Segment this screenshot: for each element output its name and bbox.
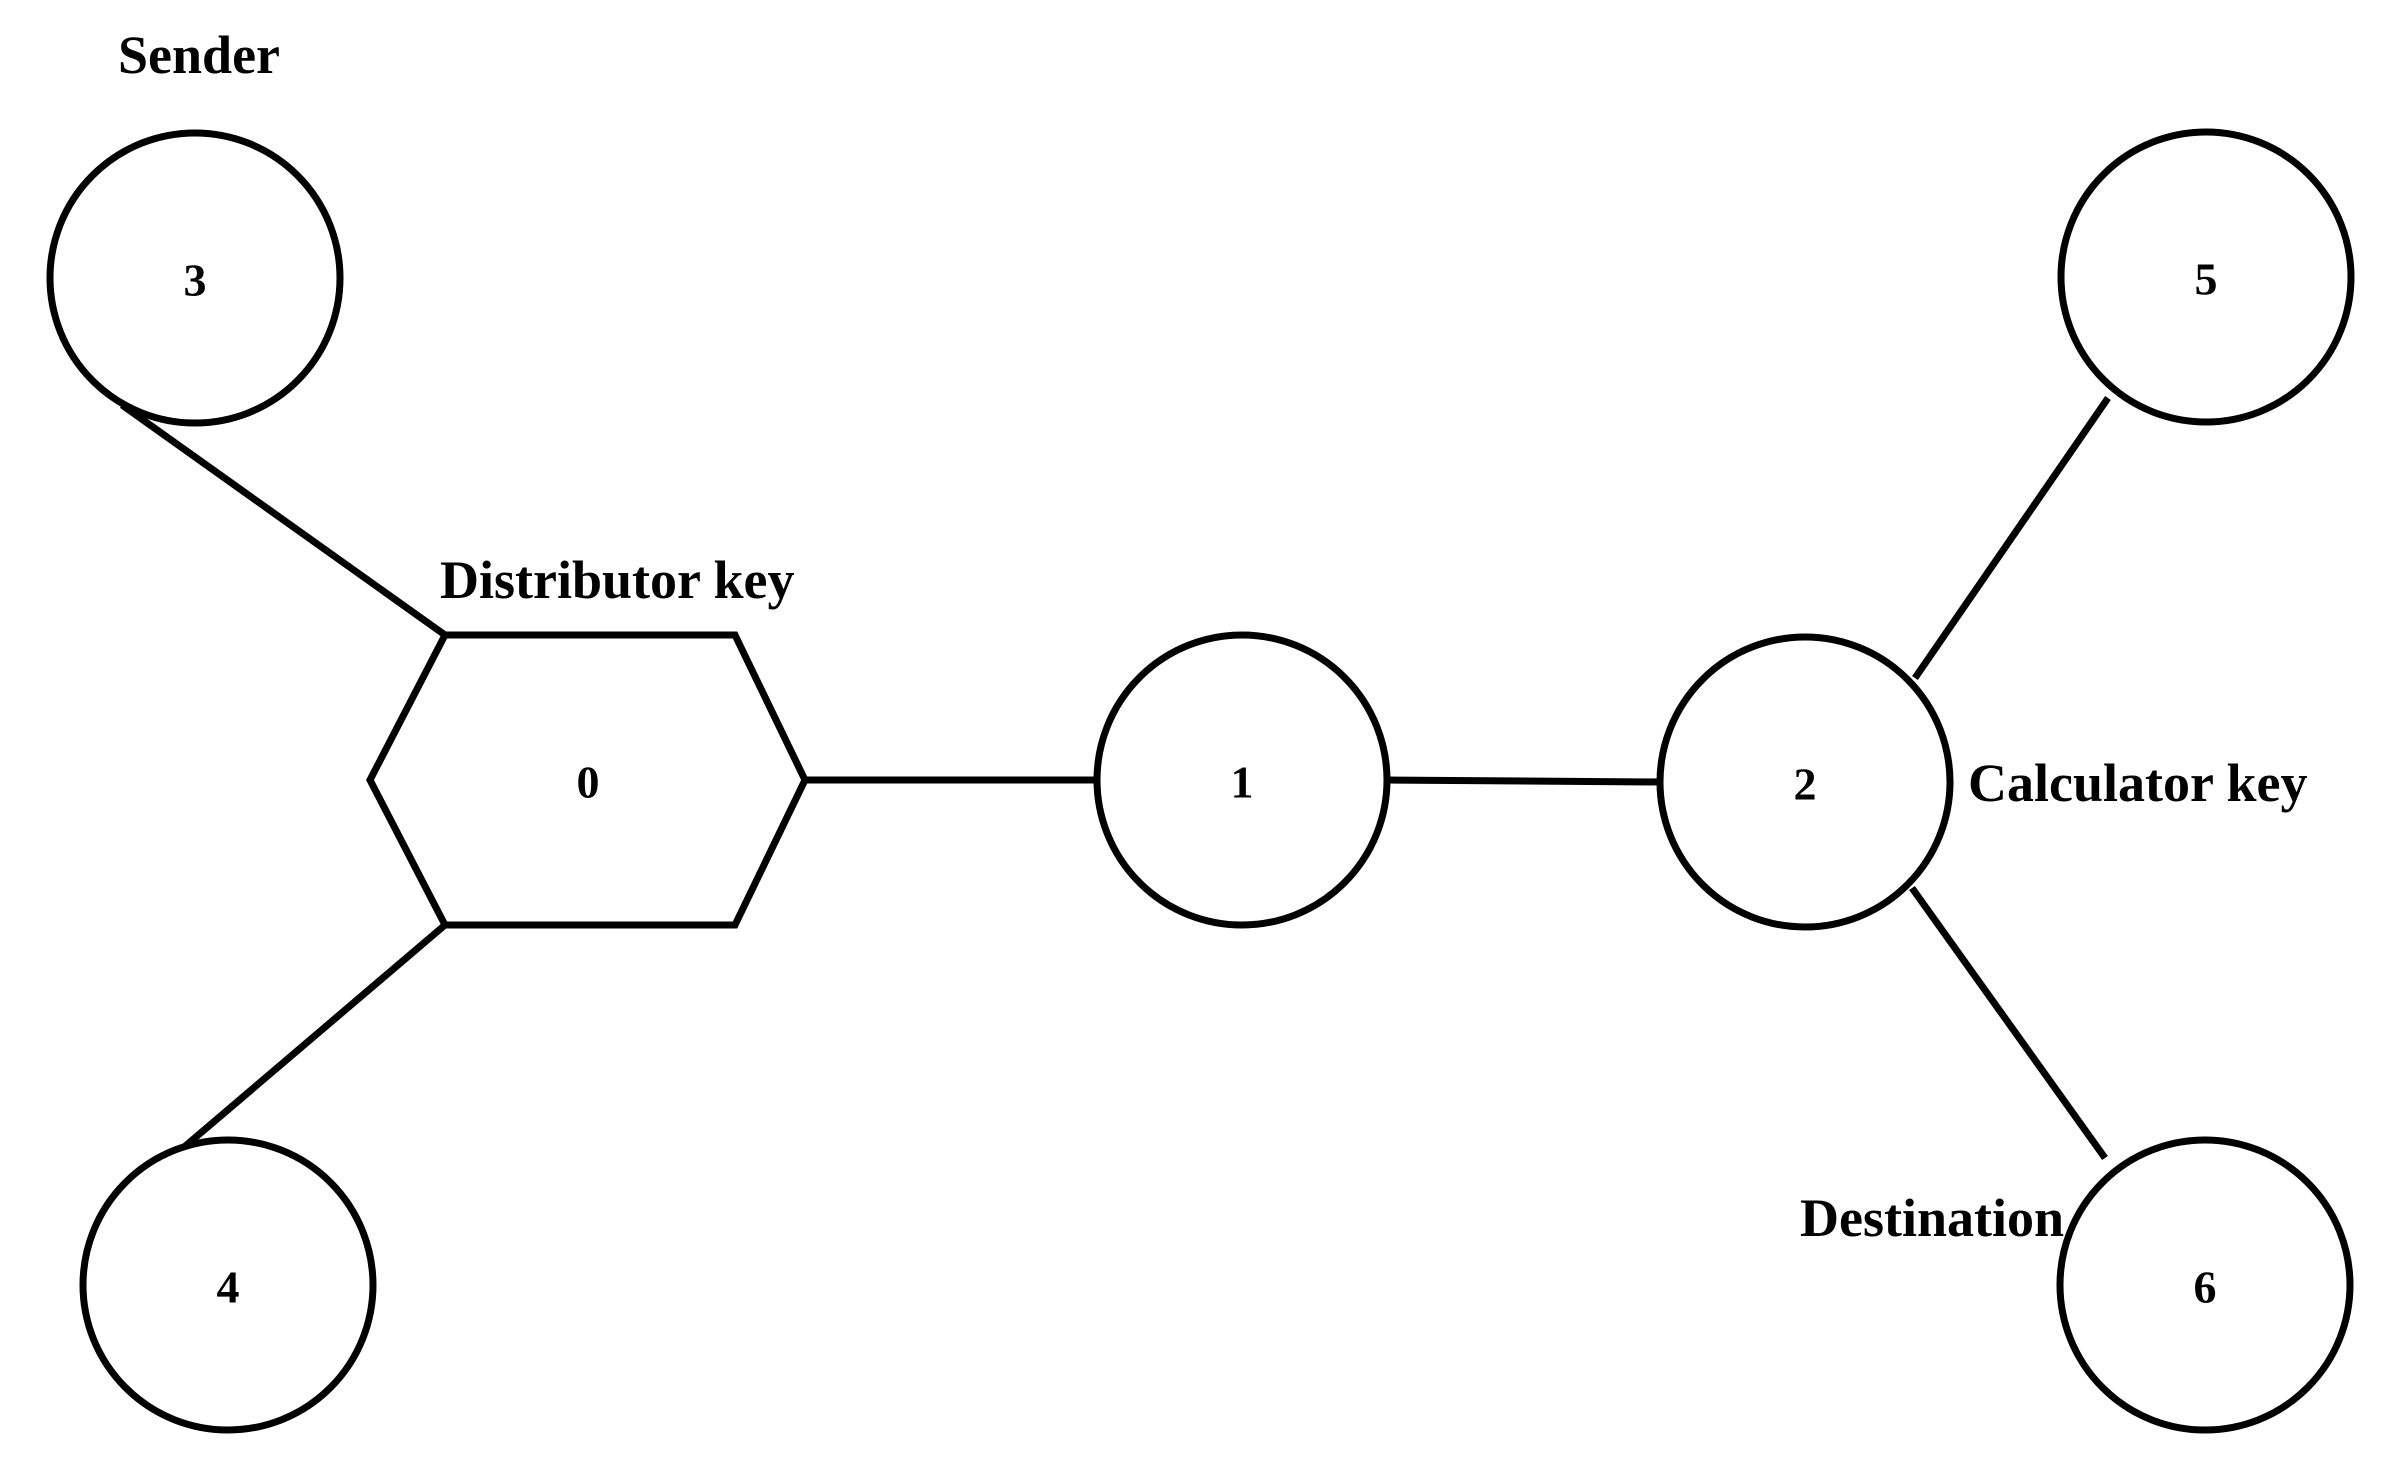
node-3-circle[interactable] (46, 129, 344, 427)
edge-3-0 (119, 402, 448, 638)
node-3-label: 3 (184, 255, 207, 306)
node-1-label: 1 (1231, 757, 1254, 808)
node-0-hexagon[interactable] (366, 631, 809, 929)
node-6[interactable]: 6 (2056, 1136, 2354, 1434)
node-5-label: 5 (2195, 254, 2218, 305)
node-2[interactable]: 2 (1656, 633, 1954, 931)
node-4[interactable]: 4 (79, 1136, 377, 1434)
destination-label: Destination (1800, 1188, 2064, 1248)
node-6-label: 6 (2194, 1262, 2217, 1313)
node-1-circle[interactable] (1093, 631, 1391, 929)
node-6-circle[interactable] (2056, 1136, 2354, 1434)
calculator-key-label: Calculator key (1968, 753, 2307, 813)
edge-layer (119, 396, 2111, 1161)
node-1[interactable]: 1 (1093, 631, 1391, 929)
edge-2-5 (1912, 396, 2111, 680)
node-2-label: 2 (1794, 759, 1817, 810)
node-layer: 3 0 4 1 2 (46, 128, 2355, 1434)
edge-2-6 (1909, 885, 2108, 1161)
node-0[interactable]: 0 (366, 631, 809, 929)
sender-label: Sender (118, 25, 280, 85)
node-2-circle[interactable] (1656, 633, 1954, 931)
distributor-key-label: Distributor key (440, 550, 795, 610)
annotation-layer: Sender Distributor key Calculator key De… (118, 25, 2307, 1248)
edge-1-2 (1386, 776, 1661, 786)
node-0-label: 0 (577, 757, 600, 808)
node-4-circle[interactable] (79, 1136, 377, 1434)
node-5-circle[interactable] (2057, 128, 2355, 426)
node-3[interactable]: 3 (46, 129, 344, 427)
node-5[interactable]: 5 (2057, 128, 2355, 426)
node-4-label: 4 (217, 1262, 240, 1313)
edge-0-4 (180, 922, 448, 1151)
